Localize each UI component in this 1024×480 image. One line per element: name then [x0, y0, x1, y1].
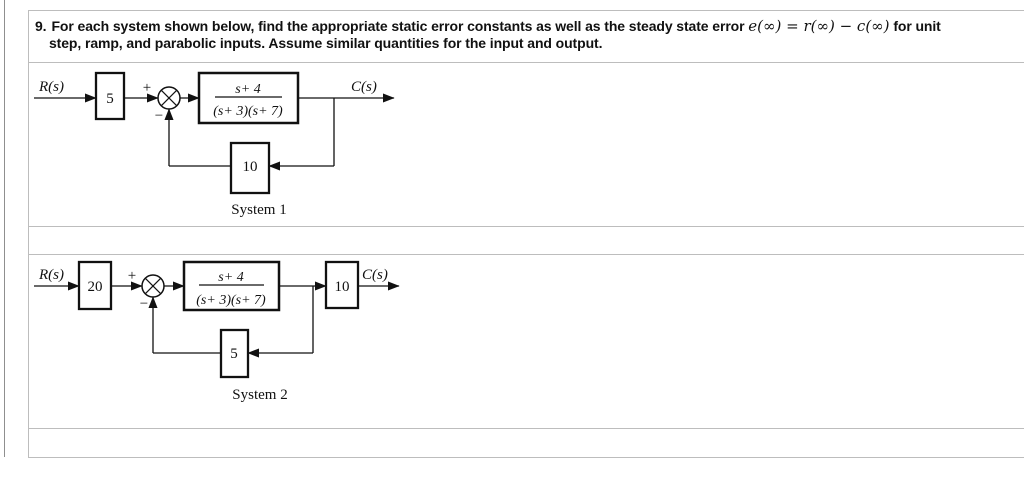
output-label: C(s) — [362, 267, 388, 283]
summing-junction-icon — [157, 86, 181, 110]
empty-row — [29, 227, 1024, 255]
tf-denominator: (s+ 3)(s+ 7) — [213, 104, 283, 119]
pre-gain-value: 20 — [88, 279, 103, 295]
problem-statement: 9.For each system shown below, find the … — [29, 11, 1024, 63]
diagram-caption: System 1 — [231, 202, 286, 218]
transfer-function-block — [197, 71, 300, 125]
pre-gain-value: 5 — [106, 91, 114, 107]
pre-gain-block — [77, 260, 113, 311]
input-label: R(s) — [38, 267, 64, 283]
problem-text: For each system shown below, find the ap… — [51, 18, 749, 34]
system1-block-diagram: R(s) 5 + − s+ 4 (s+ 3)(s+ 7) C(s) — [34, 71, 395, 218]
system1-section: R(s) 5 + − s+ 4 (s+ 3)(s+ 7) C(s) — [29, 63, 1024, 227]
empty-row — [29, 429, 1024, 458]
pre-gain-block — [94, 71, 126, 121]
post-gain-value: 10 — [335, 279, 350, 295]
tf-denominator: (s+ 3)(s+ 7) — [196, 293, 266, 308]
sum-minus-sign: − — [155, 108, 163, 124]
problem-number: 9. — [35, 18, 47, 34]
problem-text-suffix: for unit — [889, 18, 941, 34]
feedback-gain-value: 5 — [230, 346, 238, 362]
problem-line2: step, ramp, and parabolic inputs. Assume… — [49, 35, 603, 51]
feedback-gain-value: 10 — [243, 159, 258, 175]
system2-section: R(s) 20 + − s+ 4 (s+ 3)(s+ 7) — [29, 255, 1024, 429]
problem-table: 9.For each system shown below, find the … — [28, 10, 1024, 458]
summing-junction-icon — [141, 274, 165, 298]
problem-line1: 9.For each system shown below, find the … — [35, 17, 1024, 35]
sum-plus-sign: + — [128, 268, 136, 284]
tf-numerator: s+ 4 — [235, 82, 260, 97]
post-gain-block — [324, 260, 360, 310]
sum-minus-sign: − — [140, 296, 148, 312]
sum-plus-sign: + — [143, 80, 151, 96]
output-label: C(s) — [351, 79, 377, 95]
system2-block-diagram: R(s) 20 + − s+ 4 (s+ 3)(s+ 7) — [34, 260, 400, 403]
diagram-caption: System 2 — [232, 387, 287, 403]
page-edge-line — [4, 0, 5, 457]
problem-math-expression: e(∞) = r(∞) − c(∞) — [748, 17, 890, 35]
input-label: R(s) — [38, 79, 64, 95]
tf-numerator: s+ 4 — [218, 270, 243, 285]
feedback-gain-block — [229, 141, 271, 195]
